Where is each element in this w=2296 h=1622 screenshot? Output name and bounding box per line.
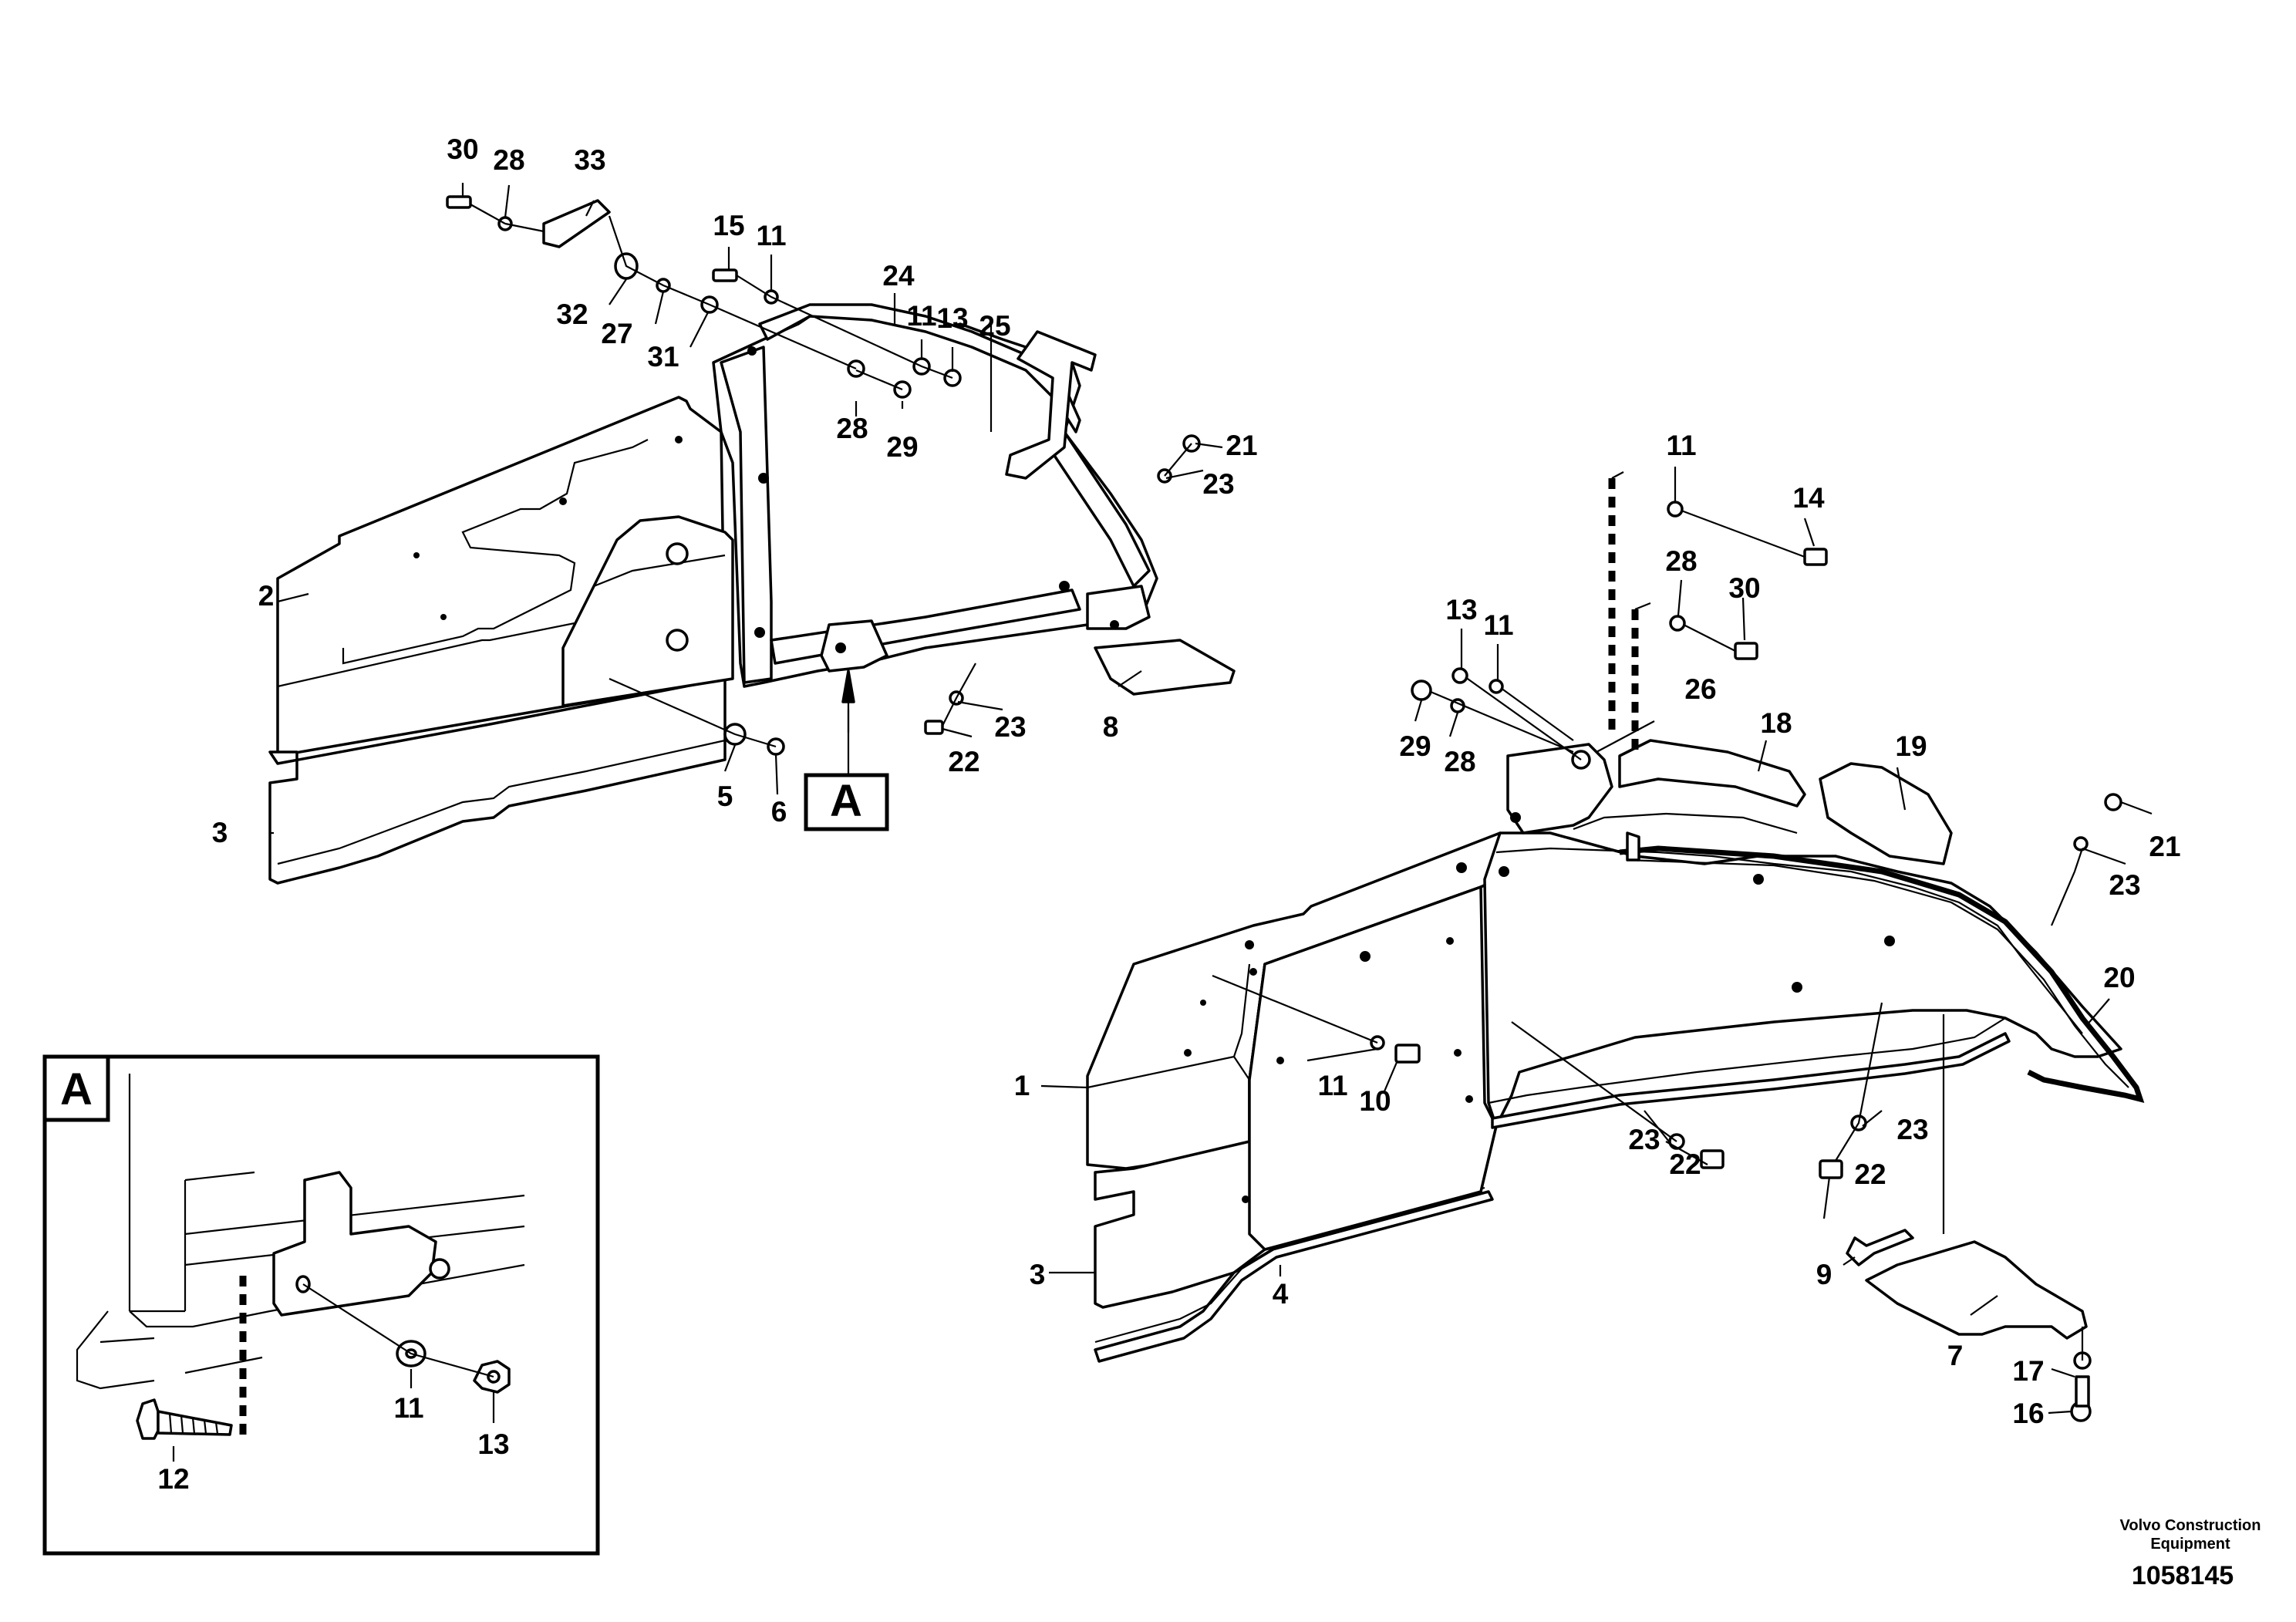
callout-label: 3 (212, 817, 228, 848)
callout-label: 28 (1444, 746, 1475, 777)
callout-label: 13 (1445, 594, 1477, 626)
callout-label: 20 (2103, 962, 2135, 993)
callout-label: 23 (994, 711, 1026, 743)
fender-edge-strip (1491, 1032, 2011, 1129)
callout-label: 23 (2109, 869, 2140, 901)
detail-arrow-icon (841, 669, 855, 703)
callout-label: 11 (1666, 430, 1696, 461)
edge-strip-4 (1094, 1190, 1494, 1363)
callout-label: 30 (447, 133, 478, 165)
callout-label: 25 (979, 310, 1010, 342)
callout-label: 30 (1728, 572, 1760, 604)
callout-label: 11 (906, 300, 936, 332)
brand-label: Volvo Construction Equipment (2119, 1517, 2261, 1553)
frame-strut (1047, 430, 1151, 588)
rim-end-cap (1626, 831, 1640, 862)
callout-label: 6 (771, 796, 787, 828)
fender-rim-20 (1619, 845, 2145, 1103)
guard-plate-7 (1865, 1240, 2088, 1340)
cover-plate-hole-icon (666, 542, 689, 565)
detail-view-a (42, 1054, 600, 1556)
callout-label: 11 (393, 1392, 423, 1424)
frame-arch (758, 303, 1081, 433)
callout-label: 3 (1030, 1259, 1046, 1290)
callout-label: 21 (1226, 430, 1257, 461)
callout-label: 31 (647, 341, 679, 373)
panel-fastener-icons (1184, 812, 1895, 1203)
callout-label: 11 (1483, 609, 1513, 641)
fender-19 (1483, 831, 2122, 1128)
callout-label: 22 (948, 746, 979, 777)
frame-foot-bracket (1086, 585, 1151, 630)
callout-label: 22 (1854, 1158, 1886, 1190)
callout-label: 10 (1359, 1085, 1391, 1117)
callout-label: 27 (601, 318, 632, 349)
frame-fastener-icons (413, 346, 1119, 653)
callout-label: 23 (1628, 1124, 1660, 1155)
callout-label: 26 (1684, 673, 1716, 705)
callout-label: 4 (1273, 1278, 1289, 1310)
callout-label: 14 (1792, 482, 1825, 514)
clip-9 (1846, 1229, 1914, 1266)
left-assembly (268, 183, 1236, 885)
detail-ref-box (804, 773, 889, 831)
detail-screw-shank-icon (157, 1410, 233, 1436)
callout-label: 28 (836, 413, 868, 444)
cover-plate (561, 515, 734, 707)
callout-label: 19 (1895, 730, 1927, 762)
callout-label: 2 (258, 580, 275, 612)
detail-ref-label: A (830, 776, 862, 826)
callout-label: 7 (1947, 1340, 1964, 1371)
bracket-right-mount (1819, 762, 1953, 865)
detail-label-box (42, 1054, 110, 1122)
callout-label: 15 (713, 210, 744, 241)
callout-label: 18 (1760, 707, 1792, 739)
callout-label: 23 (1202, 468, 1234, 500)
callout-label: 1 (1014, 1070, 1030, 1101)
callout-label: 28 (1665, 545, 1697, 577)
detail-box-label: A (60, 1064, 93, 1114)
callout-label: 13 (936, 302, 968, 334)
callout-label: 22 (1669, 1148, 1701, 1180)
callout-label: 33 (574, 144, 605, 176)
mount-plate-8 (1094, 639, 1236, 696)
bracket-18 (1618, 739, 1806, 808)
frame-foot-bracket (820, 619, 888, 673)
callout-label: 17 (2012, 1355, 2044, 1387)
frame-crossmember (770, 588, 1081, 665)
callout-label: 8 (1103, 711, 1119, 743)
right-assembly (1040, 467, 2153, 1422)
drawing-number: 1058145 (2131, 1561, 2234, 1590)
right-fastener-set (1370, 501, 2122, 1422)
callout-label: 29 (886, 431, 918, 463)
callout-labels: 30 28 33 15 11 24 11 13 25 32 27 31 28 2… (157, 133, 2180, 1495)
callout-label: 9 (1816, 1259, 1832, 1290)
callout-label: 13 (477, 1428, 509, 1460)
callout-label: 29 (1399, 730, 1431, 762)
callout-label: 21 (2149, 831, 2180, 862)
detail-screw-head-icon (136, 1398, 160, 1440)
callout-label: 11 (1317, 1070, 1347, 1101)
callout-label: 5 (717, 781, 733, 812)
frame-post (720, 346, 773, 684)
callout-label: 32 (556, 298, 588, 330)
callout-label: 11 (756, 220, 786, 251)
callout-label: 28 (493, 144, 524, 176)
cover-plate-hole-icon (666, 629, 689, 652)
callout-label: 23 (1896, 1114, 1928, 1145)
callout-label: 24 (882, 260, 915, 292)
detail-bolt-head-icon (429, 1258, 450, 1280)
callout-label: 16 (2012, 1398, 2044, 1429)
bracket-25 (1005, 330, 1097, 480)
callout-label: 12 (157, 1463, 189, 1495)
